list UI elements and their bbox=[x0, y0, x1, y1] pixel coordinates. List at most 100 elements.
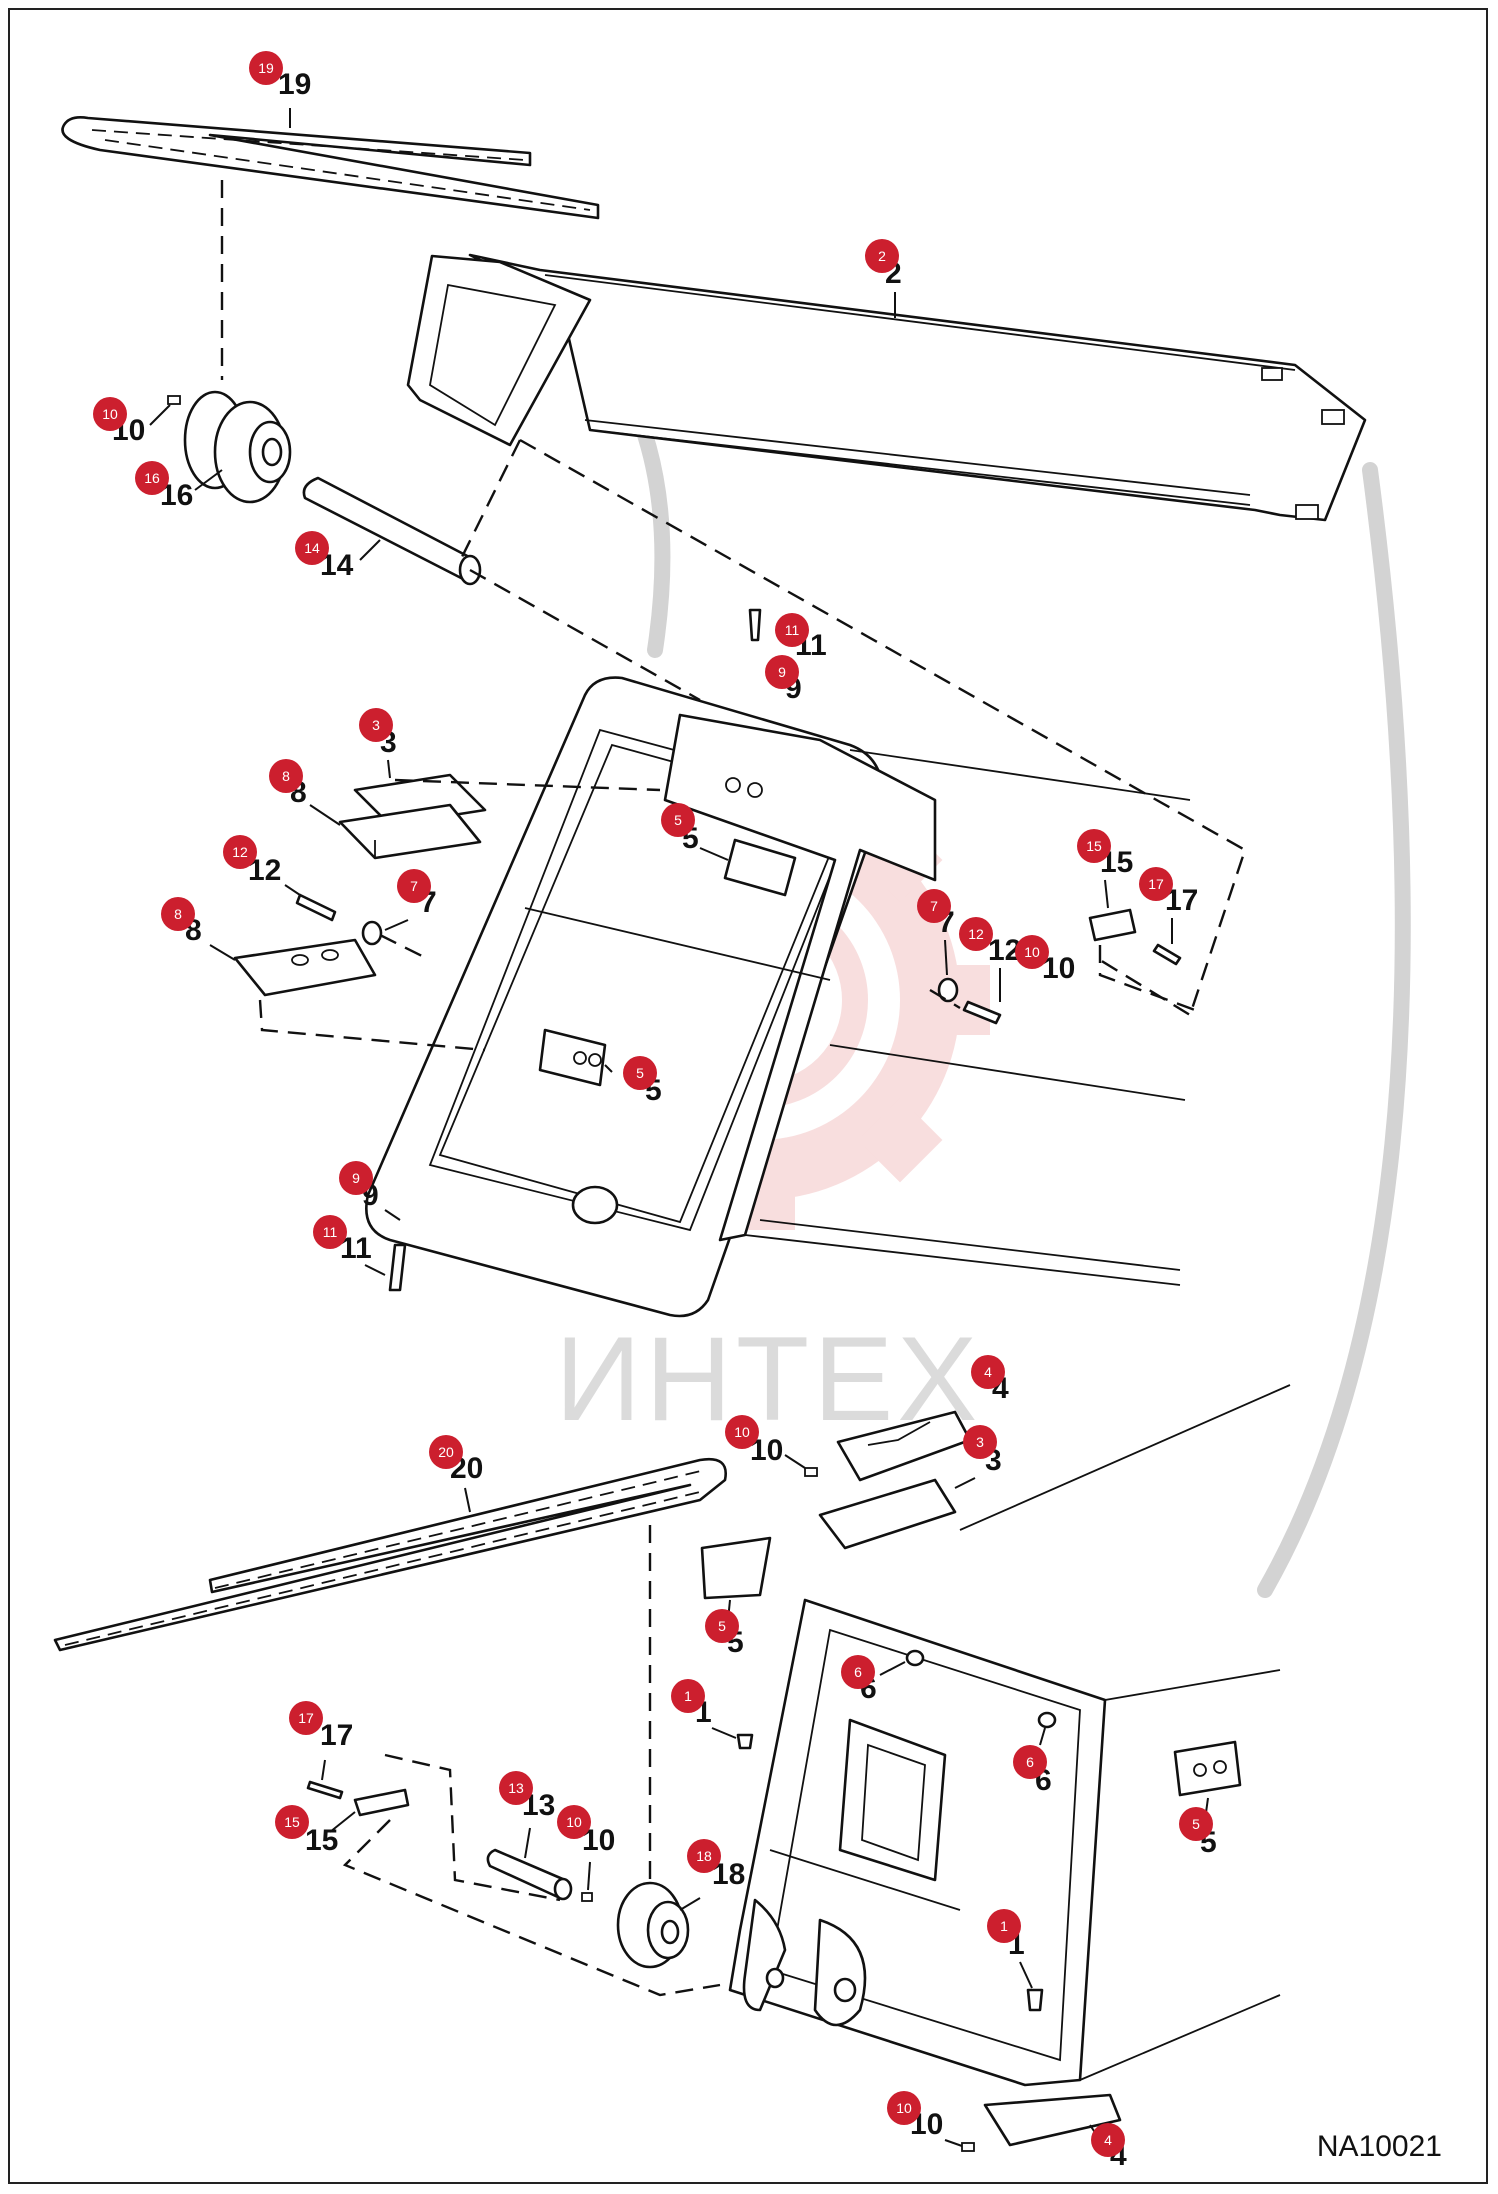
callout-badge: 17 bbox=[1139, 867, 1173, 901]
callout-badge-label: 10 bbox=[1024, 944, 1040, 960]
callout-badge-circle bbox=[1015, 935, 1049, 969]
callout-badge: 12 bbox=[959, 917, 993, 951]
part-5-pad-mid bbox=[538, 1028, 607, 1087]
callout-badge-circle bbox=[289, 1701, 323, 1735]
callout-badge-label: 11 bbox=[785, 622, 800, 638]
part-6-bolt-a bbox=[905, 1649, 925, 1667]
callout-badge: 1 bbox=[671, 1679, 705, 1713]
part-1-bolt-b bbox=[1026, 1988, 1044, 2012]
part-17-bolt-upper bbox=[1152, 943, 1182, 966]
callout-badge: 6 bbox=[1013, 1745, 1047, 1779]
part-5-pad-lower-left bbox=[700, 1536, 772, 1600]
callout-badge-circle bbox=[917, 889, 951, 923]
assembly-line-pad-8 bbox=[258, 999, 486, 1052]
assembly-line-link-15 bbox=[1098, 945, 1196, 1012]
assembly-line-lower-link-b bbox=[342, 1819, 721, 1997]
part-1-bolt-a bbox=[736, 1733, 754, 1750]
part-8-pad-lower bbox=[233, 938, 377, 997]
callout-badge-circle bbox=[705, 1609, 739, 1643]
callout-c5a: 55 bbox=[661, 803, 729, 861]
callout-c3a: 33 bbox=[359, 708, 397, 779]
callout-badge-circle bbox=[339, 1161, 373, 1195]
callout-number: 15 bbox=[305, 1824, 338, 1857]
callout-badge-label: 6 bbox=[854, 1664, 862, 1680]
callout-badge-label: 3 bbox=[976, 1434, 984, 1450]
callout-badge-circle bbox=[249, 51, 283, 85]
callout-badge-circle bbox=[1077, 829, 1111, 863]
callout-badge-label: 13 bbox=[508, 1780, 524, 1796]
callout-group: 1919221010161614141111993388551212778815… bbox=[93, 51, 1217, 2172]
callout-badge-label: 19 bbox=[258, 60, 274, 76]
callout-leader-line bbox=[879, 1661, 906, 1676]
part-11-bolt-bottom bbox=[388, 1243, 407, 1292]
callout-badge: 15 bbox=[275, 1805, 309, 1839]
callout-badge: 10 bbox=[887, 2091, 921, 2125]
callout-badge-circle bbox=[557, 1805, 591, 1839]
callout-badge-label: 16 bbox=[144, 470, 160, 486]
callout-badge-circle bbox=[1013, 1745, 1047, 1779]
part-10-set-screw-bracket bbox=[804, 1467, 818, 1477]
callout-badge: 6 bbox=[841, 1655, 875, 1689]
callout-badge-label: 2 bbox=[878, 248, 886, 264]
callout-badge-label: 4 bbox=[984, 1364, 992, 1380]
document-code: NA10021 bbox=[1316, 2130, 1442, 2163]
part-5-pad-lower-right bbox=[1173, 1740, 1242, 1797]
upper-frame-assembly bbox=[365, 676, 1191, 1318]
part-6-bolt-b bbox=[1037, 1711, 1057, 1729]
callout-c5b: 55 bbox=[604, 1056, 662, 1107]
callout-badge: 13 bbox=[499, 1771, 533, 1805]
callout-badge: 5 bbox=[1179, 1807, 1213, 1841]
assembly-line-lower-link bbox=[384, 1753, 561, 1902]
callout-c1a: 11 bbox=[671, 1679, 737, 1739]
callout-leader-line bbox=[149, 404, 171, 426]
callout-badge-circle bbox=[269, 759, 303, 793]
callout-badge-label: 15 bbox=[284, 1814, 300, 1830]
callout-badge: 16 bbox=[135, 461, 169, 495]
callout-leader-line bbox=[364, 1264, 386, 1276]
callout-badge-label: 12 bbox=[968, 926, 984, 942]
callout-badge-circle bbox=[987, 1909, 1021, 1943]
callout-badge-label: 12 bbox=[232, 844, 248, 860]
page-border bbox=[8, 8, 1488, 2184]
callout-leader-line bbox=[524, 1827, 531, 1859]
callout-badge-circle bbox=[295, 531, 329, 565]
callout-leader-line bbox=[387, 759, 391, 779]
callout-badge-circle bbox=[765, 655, 799, 689]
watermark-text: ИНТЕХ bbox=[555, 1312, 982, 1446]
callout-badge: 8 bbox=[269, 759, 303, 793]
callout-badge: 19 bbox=[249, 51, 283, 85]
part-16-roller bbox=[167, 390, 292, 504]
callout-badge: 11 bbox=[775, 613, 809, 647]
callout-badge-label: 9 bbox=[778, 664, 786, 680]
callout-badge-label: 3 bbox=[372, 717, 380, 733]
callout-badge: 1 bbox=[987, 1909, 1021, 1943]
part-15-link-lower bbox=[353, 1788, 410, 1817]
callout-badge: 5 bbox=[623, 1056, 657, 1090]
callout-c5d: 55 bbox=[1179, 1797, 1217, 1859]
callout-leader-line bbox=[359, 539, 381, 561]
callout-leader-line bbox=[284, 884, 301, 896]
callout-badge: 12 bbox=[223, 835, 257, 869]
callout-badge-circle bbox=[971, 1355, 1005, 1389]
callout-badge-label: 1 bbox=[1000, 1918, 1008, 1934]
assembly-line-bolt-12 bbox=[929, 988, 961, 1010]
callout-leader-line bbox=[321, 1759, 326, 1781]
callout-c8a: 88 bbox=[269, 759, 341, 826]
callout-badge: 3 bbox=[359, 708, 393, 742]
callout-c7a: 77 bbox=[384, 869, 437, 931]
part-7-washer-right bbox=[937, 977, 959, 1003]
callout-badge-label: 7 bbox=[930, 898, 938, 914]
part-17-bolt-lower bbox=[306, 1780, 344, 1800]
callout-leader-line bbox=[587, 1861, 591, 1891]
callout-badge-circle bbox=[313, 1215, 347, 1249]
callout-badge: 10 bbox=[93, 397, 127, 431]
callout-leader-line bbox=[309, 804, 341, 826]
callout-badge-circle bbox=[499, 1771, 533, 1805]
callout-badge-label: 4 bbox=[1104, 2132, 1112, 2148]
